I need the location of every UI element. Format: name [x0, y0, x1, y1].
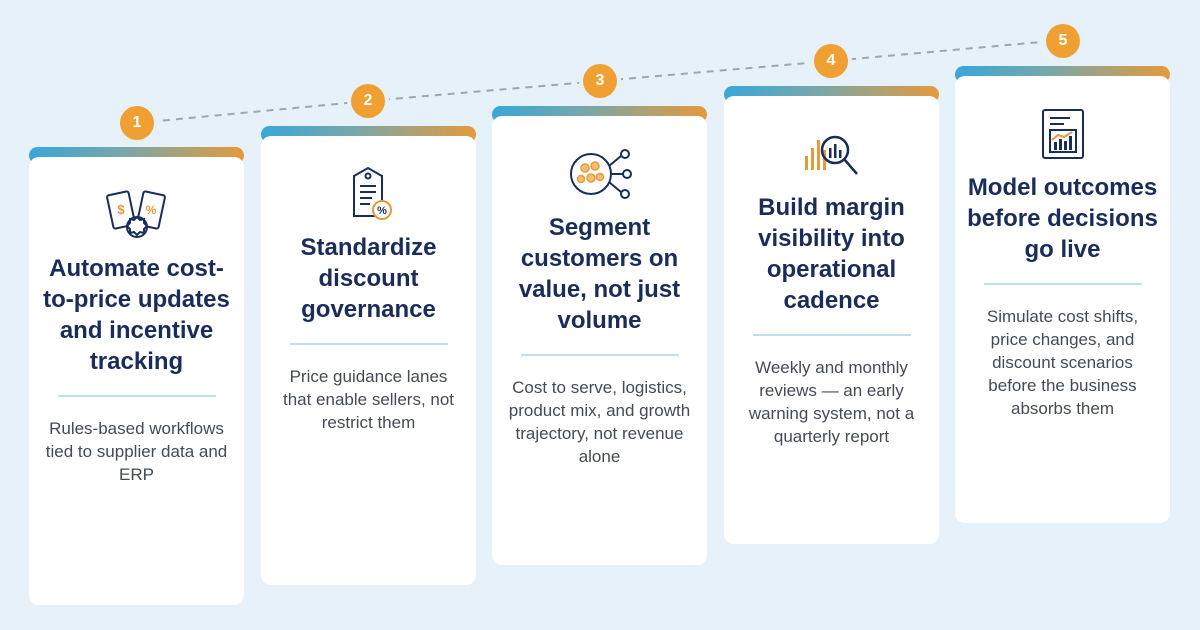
step-3-divider: [520, 354, 679, 356]
step-5-card: Model outcomes before decisions go live …: [955, 76, 1170, 523]
step-1-description: Rules-based workflows tied to supplier d…: [45, 419, 228, 484]
step-5-badge: 5: [1046, 24, 1080, 58]
step-1-badge: 1: [120, 106, 154, 140]
step-3-title: Segment customers on value, not just vol…: [518, 214, 681, 334]
step-5-divider: [983, 283, 1142, 285]
step-1-card: $ % Automate cost-to-price updates and i…: [29, 157, 244, 605]
step-4-description: Weekly and monthly reviews — an early wa…: [748, 358, 915, 446]
step-1-divider: [57, 395, 216, 397]
price-tags-icon: $ %: [105, 190, 166, 238]
discount-tag-icon: %: [352, 166, 392, 220]
step-2-description: Price guidance lanes that enable sellers…: [282, 367, 455, 432]
step-4-divider: [752, 334, 911, 336]
step-2-badge: 2: [351, 84, 385, 118]
svg-text:%: %: [377, 205, 387, 217]
step-4-title: Build margin visibility into operational…: [758, 194, 905, 314]
magnifier-chart-icon: [804, 135, 858, 175]
step-3-description: Cost to serve, logistics, product mix, a…: [508, 378, 691, 466]
step-1-title: Automate cost-to-price updates and incen…: [43, 255, 230, 375]
step-2-title: Standardize discount governance: [300, 234, 437, 323]
customer-segment-icon: [569, 149, 632, 199]
step-4-badge: 4: [814, 44, 848, 78]
step-5-title: Model outcomes before decisions go live: [967, 174, 1158, 263]
step-2-card: % Standardize discount governance Price …: [261, 136, 476, 585]
step-2-divider: [289, 343, 448, 345]
step-3-badge: 3: [583, 64, 617, 98]
step-3-card: Segment customers on value, not just vol…: [492, 116, 707, 565]
svg-text:%: %: [145, 203, 156, 217]
step-4-card: Build margin visibility into operational…: [724, 96, 939, 544]
report-chart-icon: [1041, 109, 1084, 159]
step-5-description: Simulate cost shifts, price changes, and…: [986, 307, 1139, 418]
svg-text:$: $: [117, 202, 125, 217]
